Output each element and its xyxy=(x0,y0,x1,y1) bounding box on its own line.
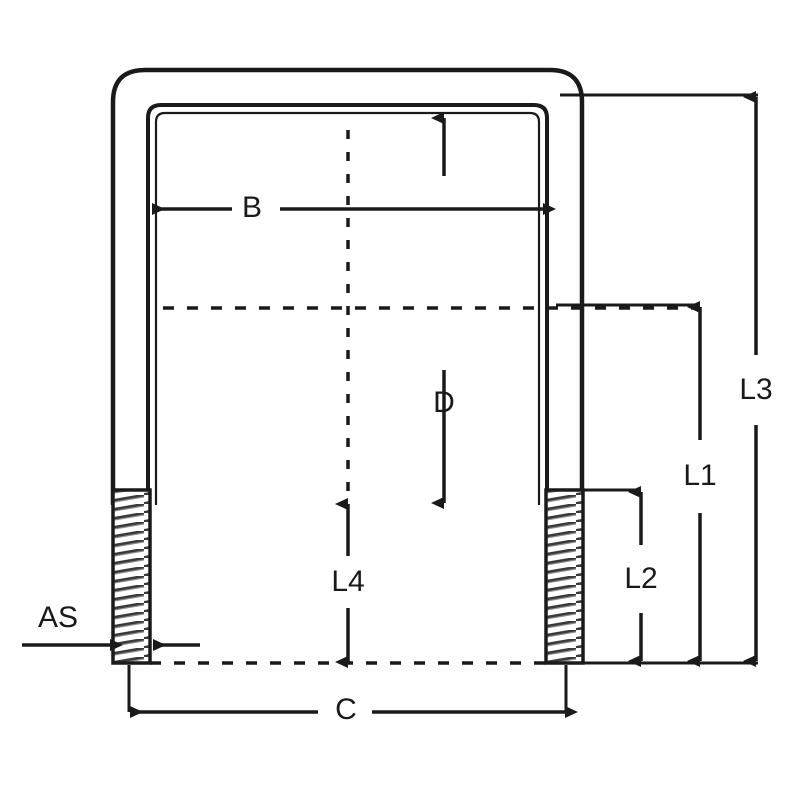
right-threaded-leg xyxy=(544,488,585,665)
dim-b-label: B xyxy=(242,191,262,224)
dim-d-label: D xyxy=(433,386,455,419)
dimension-l2: L2 xyxy=(624,486,658,667)
dimension-as: AS xyxy=(22,601,200,651)
right-thread-hatch xyxy=(546,490,583,663)
ubolt-inner-profile xyxy=(146,103,549,505)
dimension-l3: L3 xyxy=(739,91,773,667)
dimension-l1: L1 xyxy=(683,301,717,667)
dim-l4-label: L4 xyxy=(331,565,364,598)
right-extension-lines xyxy=(556,93,758,665)
left-threaded-leg xyxy=(111,488,152,665)
dim-l3-label: L3 xyxy=(739,373,772,406)
dimension-b: B xyxy=(152,191,556,224)
ubolt-outer-profile xyxy=(110,67,585,505)
dimension-l4: L4 xyxy=(331,498,365,668)
dim-as-label: AS xyxy=(38,601,78,634)
dim-l2-label: L2 xyxy=(624,562,657,595)
dim-c-label: C xyxy=(335,693,357,726)
dimension-c: C xyxy=(127,665,578,726)
ubolt-inner-edge xyxy=(154,111,541,505)
dimension-d: D xyxy=(431,112,455,509)
left-thread-hatch xyxy=(113,490,150,663)
centerlines xyxy=(150,130,700,665)
dim-l1-label: L1 xyxy=(683,459,716,492)
left-thread-outline xyxy=(111,488,152,665)
